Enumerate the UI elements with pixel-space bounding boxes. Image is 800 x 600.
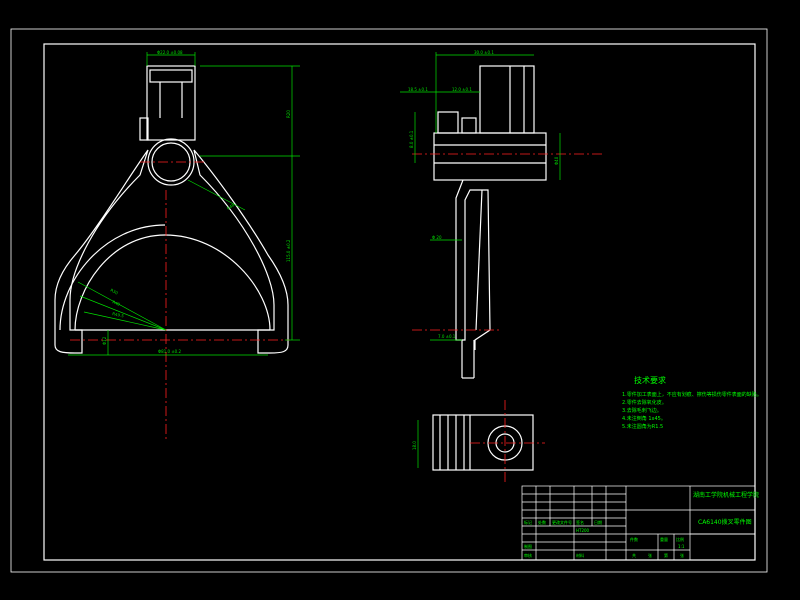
scale-value: 1:1 [678,544,685,549]
tech-req-item-3: 3.去除毛刺飞边。 [622,407,662,414]
front-top-dim: Φ22.0 ±0.08 [157,50,183,55]
front-bottom-dim: Φ81.0 ±0.2 [158,349,181,354]
outer-border [10,28,768,573]
weight-label: 重量 [660,536,668,542]
side-right-dim: Φ40 [554,156,559,165]
row-label-mark: 标记 [524,519,532,525]
top-left-dim: 18.0 [412,441,417,450]
part-name: CA6140拨叉零件图 [698,518,752,526]
side-mid-dim: Φ 20 [432,235,442,240]
sheet-index-suffix: 张 [680,552,684,558]
front-angle-dim: R48 [226,202,236,211]
row-label-date: 日期 [594,519,602,525]
title-block: 湖南工学院机械工程学院 CA6140拨叉零件图 标记 处数 更改文件号 签名 日… [521,485,759,561]
side-bottom-dim: 7.0 ±0.1 [438,334,456,339]
tech-req-item-1: 1.零件加工表面上，不应有划痕、擦伤等损伤零件表面的缺陷。 [622,391,762,398]
tech-requirements: 技术要求 1.零件加工表面上，不应有划痕、擦伤等损伤零件表面的缺陷。 2.零件去… [622,375,762,430]
side-left-dim: 8.0 ±0.1 [409,130,414,148]
checked-label: 审核 [524,552,532,558]
front-total-dim: 115.0 ±0.2 [286,239,291,262]
material-label: 材料 [576,552,584,558]
row-label-count: 处数 [538,519,546,525]
row-label-file: 更改文件号 [552,519,572,525]
school-name: 湖南工学院机械工程学院 [693,491,759,499]
top-view: 18.0 [412,400,545,485]
row-label-sign: 签名 [576,519,584,525]
front-small-dim: Φ12 [102,336,107,345]
side-upper-dim2: 12.0 ±0.1 [452,87,472,92]
tech-req-item-4: 4.未注倒角 1x45。 [622,415,666,422]
sheet-index-prefix: 第 [664,552,668,558]
drawn-label: 制图 [524,543,532,549]
material-value: HT200 [576,528,590,533]
ratio-label: 比例 [676,536,684,542]
front-radius-3: R49.5 [112,311,125,318]
inner-border [43,43,756,561]
sheet-total-prefix: 共 [632,552,636,558]
sheet-total-suffix: 张 [648,552,652,558]
front-upper-dim: R20 [286,110,291,118]
side-view: 30.0 ±0.1 18.5 ±0.1 12.0 ±0.1 8.0 ±0.1 Φ… [400,50,604,379]
front-view: Φ22.0 ±0.08 R20 115.0 ±0.2 Φ81.0 ±0.2 R3… [54,50,300,440]
side-upper-dim: 18.5 ±0.1 [408,87,428,92]
tech-req-title: 技术要求 [634,375,666,385]
count-label: 件数 [630,536,638,542]
front-radius-1: R30 [110,287,120,295]
tech-req-item-2: 2.零件去除氧化皮。 [622,399,667,406]
side-top-dim: 30.0 ±0.1 [474,50,494,55]
tech-req-item-5: 5.未注圆角为R1.5 [622,423,663,430]
front-radius-2: R40 [112,299,122,307]
